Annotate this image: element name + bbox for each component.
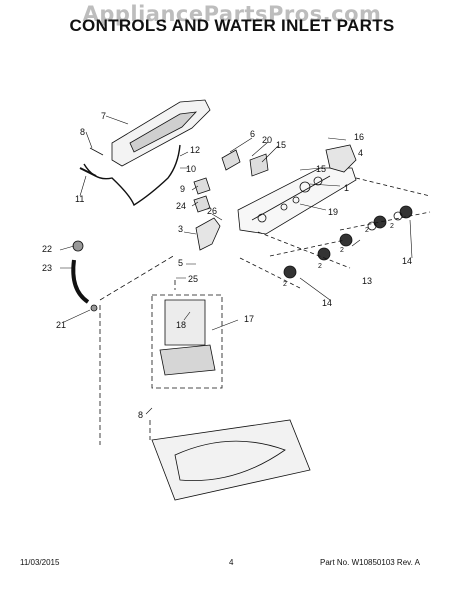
callout-8-bottom: 8 [138, 410, 143, 420]
callout-1: 1 [344, 183, 349, 193]
callout-10: 10 [186, 164, 196, 174]
svg-text:2: 2 [283, 281, 287, 288]
svg-text:2: 2 [340, 247, 344, 254]
page-title: CONTROLS AND WATER INLET PARTS [69, 16, 395, 35]
wire-harness [83, 144, 181, 207]
callout-22: 22 [42, 244, 52, 254]
svg-text:2: 2 [365, 227, 369, 234]
callout-23: 23 [42, 263, 52, 273]
callout-18: 18 [176, 320, 186, 330]
callout-13: 13 [362, 276, 372, 286]
callout-17: 17 [244, 314, 254, 324]
callout-9: 9 [180, 184, 185, 194]
cabinet-top [151, 419, 311, 501]
console-body [237, 167, 357, 235]
control-board-box [151, 294, 223, 389]
callout-15-b: 15 [316, 164, 326, 174]
callout-15-a: 15 [276, 140, 286, 150]
callout-16: 16 [354, 132, 364, 142]
callout-8-top: 8 [80, 127, 85, 137]
callout-26: 26 [207, 206, 217, 216]
callout-4: 4 [358, 148, 363, 158]
callout-12: 12 [190, 145, 200, 155]
callout-3: 3 [178, 224, 183, 234]
callout-25: 25 [188, 274, 198, 284]
callout-5: 5 [178, 258, 183, 268]
footer-part-number: Part No. W10850103 Rev. A [320, 558, 420, 567]
console-panel-inner [129, 111, 198, 153]
callout-11: 11 [75, 194, 84, 204]
callout-21: 21 [56, 320, 66, 330]
callout-7: 7 [101, 111, 106, 121]
svg-text:2: 2 [390, 223, 394, 230]
callout-6: 6 [250, 129, 255, 139]
callout-14-bottom: 14 [322, 298, 332, 308]
footer-page-number: 4 [229, 558, 234, 567]
callout-19: 19 [328, 207, 338, 217]
inlet-hose [71, 259, 90, 304]
callout-14-right: 14 [402, 256, 412, 266]
svg-text:2: 2 [318, 263, 322, 270]
callout-20: 20 [262, 135, 272, 145]
watermark: AppliancePartsPros.com [82, 2, 382, 26]
callout-24: 24 [176, 201, 186, 211]
footer-date: 11/03/2015 [20, 558, 60, 567]
